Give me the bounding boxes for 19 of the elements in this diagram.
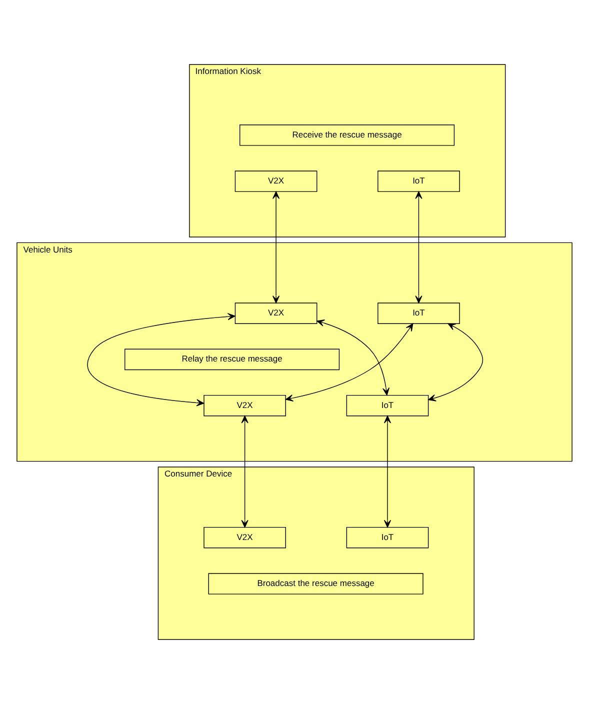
arrow	[272, 191, 280, 304]
node-box: IoT	[378, 302, 460, 324]
arrow	[384, 416, 392, 528]
node-box: IoT	[346, 394, 429, 416]
node-box: IoT	[346, 526, 429, 548]
node-box: V2X	[234, 170, 318, 192]
node-box: Broadcast the rescue message	[208, 573, 424, 594]
node-box: IoT	[378, 170, 460, 192]
node-box: V2X	[204, 394, 286, 416]
arrow	[415, 191, 422, 304]
arrow	[428, 323, 484, 402]
arrow	[87, 313, 236, 406]
node-box: Relay the rescue message	[124, 348, 340, 370]
node-box: V2X	[234, 302, 318, 324]
arrow	[316, 320, 390, 396]
arrow	[285, 323, 414, 402]
arrow	[241, 416, 248, 528]
node-box: V2X	[204, 526, 286, 548]
node-box: Receive the rescue message	[240, 124, 455, 146]
